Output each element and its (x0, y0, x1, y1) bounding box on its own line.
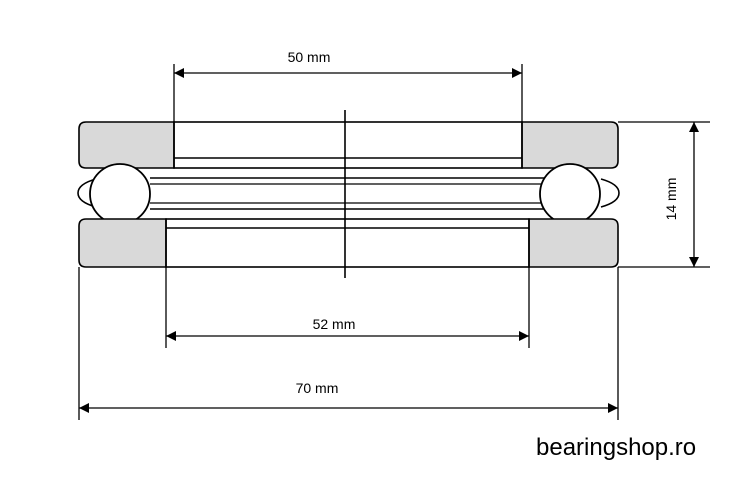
dimension-inner-top-label: 50 mm (288, 49, 331, 65)
dimension-inner-top: 50 mm (173, 49, 523, 122)
ball-cage (77, 177, 620, 210)
dimension-inner-bottom: 52 mm (165, 267, 530, 348)
dimension-outer-label: 70 mm (296, 380, 339, 396)
top-washer (78, 121, 619, 169)
dimension-height: 14 mm (618, 121, 710, 268)
top-washer-right-section (521, 121, 619, 169)
cage-left-tab (77, 178, 97, 208)
brand-watermark: bearingshop.ro (536, 434, 697, 461)
dimension-inner-bottom-label: 52 mm (313, 316, 356, 332)
top-washer-center (173, 121, 523, 169)
dimension-outer: 70 mm (78, 267, 619, 420)
bottom-washer-center (165, 218, 530, 268)
bottom-washer-right-section (528, 218, 619, 268)
ball-left (89, 163, 151, 225)
dimension-height-label: 14 mm (663, 178, 679, 221)
bottom-washer (78, 218, 619, 268)
bottom-washer-left-section (78, 218, 167, 268)
cage-right-tab (600, 178, 620, 208)
ball-right (539, 163, 601, 225)
top-washer-left-section (78, 121, 175, 169)
